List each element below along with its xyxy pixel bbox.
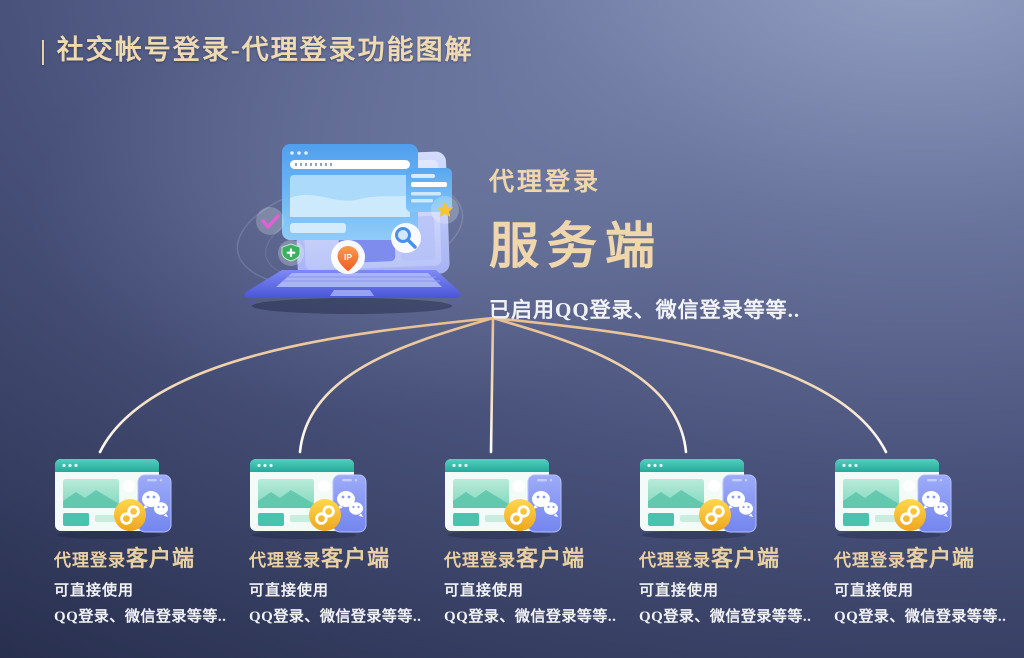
client-title-bold: 客户端 (321, 546, 391, 571)
client-illustration (249, 457, 368, 540)
client-line2: QQ登录、微信登录等等.. (639, 609, 812, 625)
client-line1: 可直接使用 (834, 583, 915, 599)
client-title-bold: 客户端 (126, 546, 196, 571)
server-laptop-illustration: IP (236, 144, 464, 314)
client-title: 代理登录客户端 (249, 548, 435, 570)
shield-plus-icon (278, 240, 304, 266)
connector-line-5 (491, 316, 888, 454)
page-title: | 社交帐号登录-代理登录功能图解 (40, 35, 474, 65)
server-section: 代理登录 服务端 已启用QQ登录、微信登录等等.. (489, 162, 800, 324)
client-title-prefix: 代理登录 (639, 551, 711, 570)
client-line2: QQ登录、微信登录等等.. (249, 609, 422, 625)
client-line1: 可直接使用 (444, 583, 525, 599)
client-title-prefix: 代理登录 (444, 551, 516, 570)
client-card-4: 代理登录客户端 可直接使用 QQ登录、微信登录等等.. (639, 456, 825, 626)
client-title: 代理登录客户端 (639, 548, 825, 570)
client-card-5: 代理登录客户端 可直接使用 QQ登录、微信登录等等.. (834, 456, 1020, 626)
ip-pin-label: IP (344, 252, 352, 262)
client-line2: QQ登录、微信登录等等.. (444, 609, 617, 625)
server-label-small: 代理登录 (489, 169, 602, 196)
connector-line-2 (298, 316, 495, 454)
server-description: 已启用QQ登录、微信登录等等.. (489, 298, 801, 322)
ip-pin-icon: IP (331, 240, 365, 274)
laptop-base (244, 270, 461, 298)
connector-line-1 (98, 316, 495, 454)
client-title: 代理登录客户端 (54, 548, 240, 570)
client-illustration (444, 457, 563, 540)
client-title: 代理登录客户端 (834, 548, 1020, 570)
laptop-shadow (252, 298, 452, 314)
client-line1: 可直接使用 (249, 583, 330, 599)
client-card-3: 代理登录客户端 可直接使用 QQ登录、微信登录等等.. (444, 456, 630, 626)
client-title-bold: 客户端 (711, 546, 781, 571)
client-title-prefix: 代理登录 (249, 551, 321, 570)
star-icon (431, 196, 459, 224)
browser-window-main (282, 144, 418, 240)
client-line2: QQ登录、微信登录等等.. (834, 609, 1007, 625)
client-title-prefix: 代理登录 (834, 551, 906, 570)
check-icon (256, 207, 284, 235)
client-line1: 可直接使用 (639, 583, 720, 599)
client-title-bold: 客户端 (516, 546, 586, 571)
connector-line-4 (491, 316, 688, 454)
client-illustration (54, 457, 173, 540)
connector-line-3 (489, 316, 495, 454)
client-title-prefix: 代理登录 (54, 551, 126, 570)
client-illustration (834, 457, 953, 540)
client-illustration (639, 457, 758, 540)
server-label-large: 服务端 (489, 218, 663, 274)
client-line1: 可直接使用 (54, 583, 135, 599)
client-card-2: 代理登录客户端 可直接使用 QQ登录、微信登录等等.. (249, 456, 435, 626)
client-title: 代理登录客户端 (444, 548, 630, 570)
browser-window-small (406, 168, 452, 212)
client-line2: QQ登录、微信登录等等.. (54, 609, 227, 625)
search-icon (391, 223, 421, 253)
client-title-bold: 客户端 (906, 546, 976, 571)
client-card-1: 代理登录客户端 可直接使用 QQ登录、微信登录等等.. (54, 456, 240, 626)
